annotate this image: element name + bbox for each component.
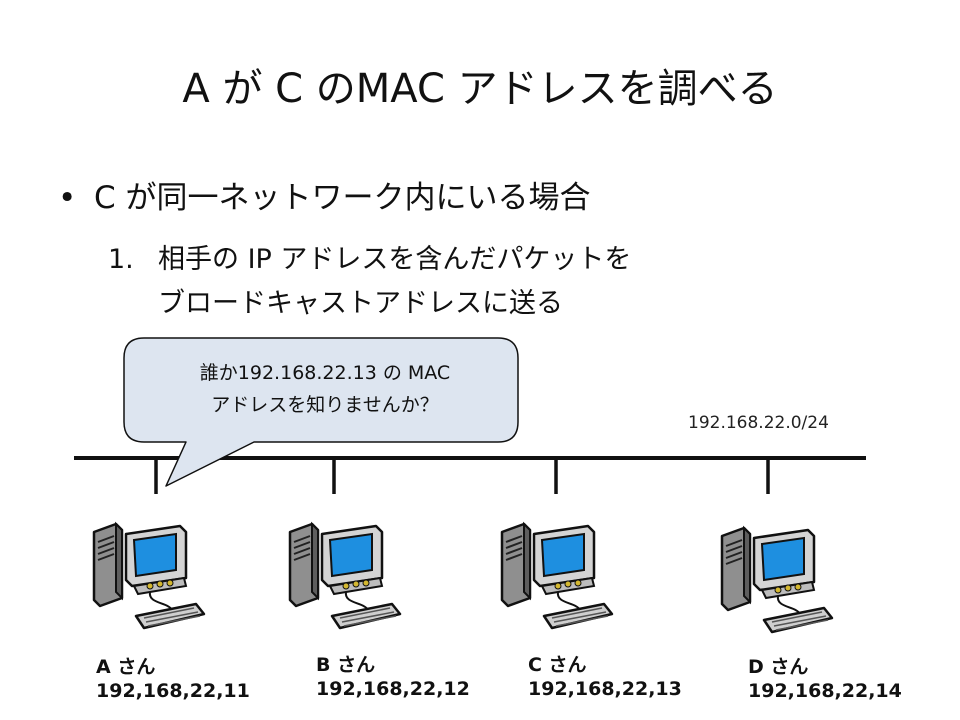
bullet-text: C が同一ネットワーク内にいる場合	[94, 180, 591, 216]
computer-icon-b	[288, 522, 402, 630]
bullet-dot: •	[58, 180, 77, 216]
bubble-line1: 誰か192.168.22.13 の MAC	[199, 362, 451, 384]
computer-icon-d	[720, 526, 834, 634]
bullet-item: • C が同一ネットワーク内にいる場合	[58, 176, 591, 220]
host-name-b: B さん	[316, 654, 376, 676]
slide-title: A が C のMAC アドレスを調べる	[182, 66, 778, 112]
network-label: 192.168.22.0/24	[688, 413, 829, 433]
step-text-line1: 相手の IP アドレスを含んだパケットを	[158, 244, 632, 275]
step-text-line2: ブロードキャストアドレスに送る	[158, 288, 563, 319]
computer-icon-a	[92, 522, 206, 630]
host-ip-c: 192,168,22,13	[528, 678, 682, 700]
speech-bubble	[123, 337, 519, 487]
step-number: 1.	[108, 244, 134, 275]
host-ip-b: 192,168,22,12	[316, 678, 470, 700]
host-ip-d: 192,168,22,14	[748, 680, 902, 702]
bubble-line2: アドレスを知りませんか？	[211, 394, 439, 416]
host-name-c: C さん	[528, 654, 587, 676]
host-ip-a: 192,168,22,11	[96, 680, 250, 702]
host-name-d: D さん	[748, 656, 809, 678]
host-name-a: A さん	[96, 656, 156, 678]
bubble-text: 誰か192.168.22.13 の MAC アドレスを知りませんか？	[150, 357, 500, 421]
computer-icon-c	[500, 522, 614, 630]
